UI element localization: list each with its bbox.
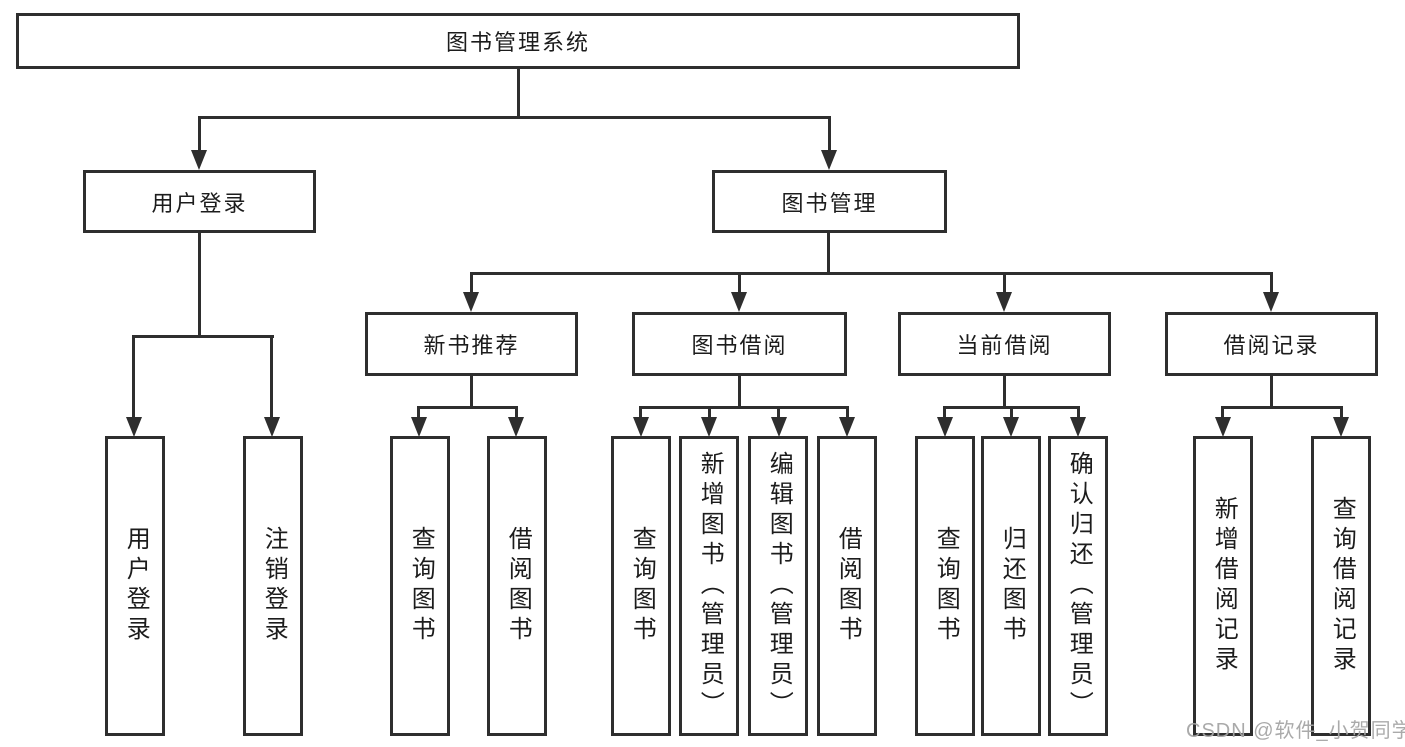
connector-groupB-stem xyxy=(738,374,741,409)
connector-groupB-leaf1-stem xyxy=(639,406,642,419)
node-label: 归还图书 xyxy=(998,526,1026,646)
arrowhead-book-mgmt xyxy=(821,150,837,170)
connector-stem-logout-leaf xyxy=(270,335,273,419)
node-book-management: 图书管理 xyxy=(712,170,947,233)
node-label: 借阅图书 xyxy=(504,526,532,646)
node-label: 借阅图书 xyxy=(834,526,862,646)
connector-groupB-leaf4-stem xyxy=(846,406,849,419)
connector-groupD-leaf2-stem xyxy=(1340,406,1343,419)
connector-groupD-branch xyxy=(1221,406,1343,409)
connector-book-mgmt-stem xyxy=(827,232,830,275)
node-label: 新增图书（管理员） xyxy=(696,451,724,721)
arrowhead-groupA-leaf2 xyxy=(508,417,524,437)
arrowhead-borrow-records xyxy=(1263,292,1279,312)
connector-groupB-leaf2-stem xyxy=(708,406,711,419)
leaf-add-borrow-record: 新增借阅记录 xyxy=(1193,436,1253,736)
node-label: 用户登录 xyxy=(122,526,150,646)
connector-stem-user-login xyxy=(198,116,201,152)
leaf-borrow-books-recommend: 借阅图书 xyxy=(487,436,547,736)
node-label: 编辑图书（管理员） xyxy=(765,451,793,721)
arrowhead-groupC-leaf1 xyxy=(937,417,953,437)
arrowhead-groupB-leaf1 xyxy=(633,417,649,437)
node-label: 新增借阅记录 xyxy=(1210,496,1238,676)
node-label: 注销登录 xyxy=(260,526,288,646)
connector-stem-new-book-rec xyxy=(470,272,473,294)
connector-groupA-stem xyxy=(470,374,473,409)
arrowhead-groupD-leaf2 xyxy=(1333,417,1349,437)
arrowhead-user-login xyxy=(191,150,207,170)
connector-user-login-branch xyxy=(132,335,274,338)
connector-groupC-stem xyxy=(1003,374,1006,409)
node-label: 图书管理 xyxy=(781,190,878,216)
node-book-borrowing: 图书借阅 xyxy=(632,312,847,376)
arrowhead-book-borrow xyxy=(731,292,747,312)
arrowhead-groupA-leaf1 xyxy=(411,417,427,437)
leaf-confirm-return-admin: 确认归还（管理员） xyxy=(1048,436,1108,736)
node-label: 查询图书 xyxy=(407,526,435,646)
node-new-book-recommendation: 新书推荐 xyxy=(365,312,578,376)
node-label: 用户登录 xyxy=(151,190,248,216)
connector-stem-book-borrow xyxy=(738,272,741,294)
node-label: 确认归还（管理员） xyxy=(1065,451,1093,721)
arrowhead-login-leaf xyxy=(126,417,142,437)
connector-groupB-leaf3-stem xyxy=(777,406,780,419)
arrowhead-new-book-rec xyxy=(463,292,479,312)
arrowhead-groupC-leaf2 xyxy=(1003,417,1019,437)
arrowhead-groupB-leaf2 xyxy=(701,417,717,437)
node-label: 图书管理系统 xyxy=(445,30,590,55)
connector-groupA-leaf1-stem xyxy=(417,406,420,419)
connector-stem-login-leaf xyxy=(132,335,135,419)
connector-stem-borrow-records xyxy=(1270,272,1273,294)
leaf-logout: 注销登录 xyxy=(243,436,303,736)
connector-user-login-stem xyxy=(198,232,201,338)
connector-stem-current-borrow xyxy=(1003,272,1006,294)
leaf-query-books-current: 查询图书 xyxy=(915,436,975,736)
arrowhead-groupD-leaf1 xyxy=(1215,417,1231,437)
leaf-return-book: 归还图书 xyxy=(981,436,1041,736)
node-label: 查询图书 xyxy=(628,526,656,646)
leaf-add-book-admin: 新增图书（管理员） xyxy=(679,436,739,736)
node-borrowing-records: 借阅记录 xyxy=(1165,312,1378,376)
node-label: 借阅记录 xyxy=(1223,333,1320,358)
connector-groupD-stem xyxy=(1270,374,1273,409)
connector-level2-branch xyxy=(470,272,1273,275)
leaf-query-books-borrowing: 查询图书 xyxy=(611,436,671,736)
connector-groupD-leaf1-stem xyxy=(1221,406,1224,419)
leaf-edit-book-admin: 编辑图书（管理员） xyxy=(748,436,808,736)
connector-groupC-leaf3-stem xyxy=(1077,406,1080,419)
node-label: 当前借阅 xyxy=(956,333,1053,358)
connector-groupC-leaf2-stem xyxy=(1010,406,1013,419)
csdn-watermark: CSDN @软件_小贺同学 xyxy=(1186,720,1405,742)
arrowhead-groupB-leaf3 xyxy=(771,417,787,437)
node-user-login: 用户登录 xyxy=(83,170,316,233)
node-label: 新书推荐 xyxy=(423,333,520,358)
connector-groupC-leaf1-stem xyxy=(943,406,946,419)
node-root-library-management-system: 图书管理系统 xyxy=(16,13,1020,69)
connector-groupA-branch xyxy=(417,406,518,409)
arrowhead-logout-leaf xyxy=(264,417,280,437)
leaf-borrow-books-borrowing: 借阅图书 xyxy=(817,436,877,736)
node-label: 图书借阅 xyxy=(691,333,788,358)
connector-groupA-leaf2-stem xyxy=(515,406,518,419)
connector-level1-branch xyxy=(198,116,831,119)
node-label: 查询借阅记录 xyxy=(1328,496,1356,676)
arrowhead-groupC-leaf3 xyxy=(1070,417,1086,437)
leaf-user-login: 用户登录 xyxy=(105,436,165,736)
node-current-borrowing: 当前借阅 xyxy=(898,312,1111,376)
node-label: 查询图书 xyxy=(932,526,960,646)
connector-groupB-branch xyxy=(639,406,849,409)
leaf-query-books-recommend: 查询图书 xyxy=(390,436,450,736)
connector-stem-book-mgmt xyxy=(828,116,831,152)
arrowhead-groupB-leaf4 xyxy=(839,417,855,437)
connector-root-stem xyxy=(517,69,520,118)
arrowhead-current-borrow xyxy=(996,292,1012,312)
leaf-query-borrow-record: 查询借阅记录 xyxy=(1311,436,1371,736)
